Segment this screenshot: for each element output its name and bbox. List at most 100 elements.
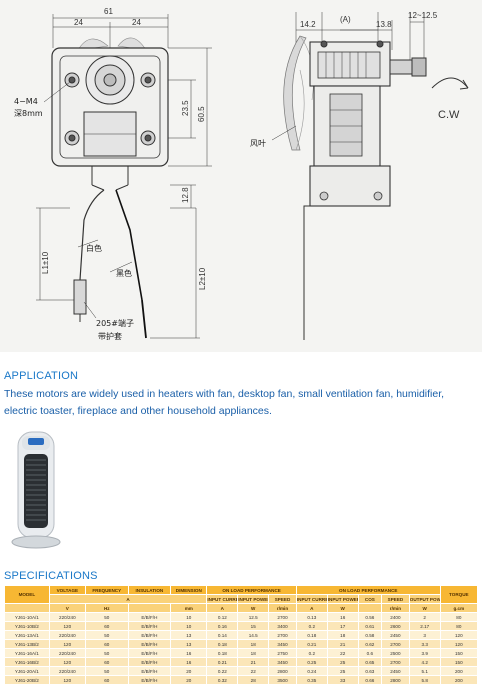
table-cell: 0.22 [206,666,239,676]
dim-14-2: 14.2 [300,20,316,29]
table-cell: 200 [439,675,479,685]
model-cell: YJ61-10A/1 [4,612,50,622]
unit-cell: g.cm [439,603,479,613]
table-cell: 80 [439,612,479,622]
table-cell: 2400 [381,612,410,622]
table-cell: 16 [170,648,208,658]
table-cell: 0.61 [357,621,383,631]
model-cell: YJ61-20A/1 [4,666,50,676]
unit-cell [127,603,172,613]
table-cell: 20 [170,666,208,676]
table-cell: E/B/F/H [127,657,172,667]
table-cell: 120 [439,639,479,649]
label-terminal: 205#端子 [96,318,134,328]
unit-cell: A [295,603,328,613]
table-cell: 0.18 [206,648,239,658]
subheader-speed-1: SPEED [268,594,297,604]
label-white-wire: 白色 [86,243,102,253]
table-cell: E/B/F/H [127,675,172,685]
table-cell: 120 [48,675,86,685]
subheader-input-power-1: INPUT POWER [237,594,270,604]
table-cell: E/B/F/H [127,630,172,640]
table-cell: 2700 [268,630,297,640]
table-cell: 21 [326,639,359,649]
application-title: APPLICATION [4,370,79,382]
table-cell: 20 [170,675,208,685]
table-cell: E/B/F/H [127,621,172,631]
table-cell: 0.65 [357,657,383,667]
table-cell: 60 [84,639,129,649]
table-cell: 0.16 [206,621,239,631]
table-cell: 0.6 [357,648,383,658]
specifications-title: SPECIFICATIONS [4,570,98,582]
subheader-input-current-2: INPUT CURRENT [295,594,328,604]
table-cell: 0.32 [206,675,239,685]
header-torque: TORQUE [439,585,479,604]
unit-cell: W [408,603,441,613]
dim-13-8: 13.8 [376,20,392,29]
table-cell: E/B/F/H [127,639,172,649]
table-cell: 3.9 [408,648,441,658]
table-cell: 3450 [268,657,297,667]
label-depth: 深8mm [14,109,43,118]
unit-cell: W [326,603,359,613]
unit-cell: Hz [84,603,129,613]
table-cell: 10 [170,612,208,622]
header-frequency: FREQUENCY [84,585,129,595]
table-cell: 3400 [268,621,297,631]
application-section: APPLICATION These motors are widely used… [4,370,478,420]
table-cell: 80 [439,621,479,631]
table-cell: 3 [408,630,441,640]
table-cell: 60 [84,657,129,667]
header-model: MODEL [4,585,50,604]
table-cell: 13 [170,630,208,640]
table-cell: 0.2 [295,621,328,631]
label-screws: 4−M4 [14,97,38,106]
header-dimension: DIMENSION [170,585,208,595]
unit-cell: mm [170,603,208,613]
table-cell: 18 [326,630,359,640]
table-cell: 33 [326,675,359,685]
specifications-section: SPECIFICATIONS [4,570,478,582]
dim-23-5: 23.5 [181,100,190,116]
table-cell: 50 [84,630,129,640]
table-cell: 2800 [268,666,297,676]
table-cell: 0.12 [206,612,239,622]
table-cell: 120 [48,657,86,667]
table-cell: E/B/F/H [127,612,172,622]
dim-61: 61 [104,7,113,16]
table-cell: 5.1 [408,666,441,676]
model-cell: YJ61-13A/1 [4,630,50,640]
table-cell: 25 [326,657,359,667]
table-cell: 150 [439,657,479,667]
table-cell: 0.18 [295,630,328,640]
unit-cell: r/min [268,603,297,613]
drawing-svg: 61 24 24 14.2 (A) 13.8 12~12.5 23.5 60.5… [14,7,469,341]
table-cell: 220/240 [48,648,86,658]
table-cell: 0.24 [295,666,328,676]
table-cell: 5.8 [408,675,441,685]
unit-cell: A [206,603,239,613]
table-cell: 0.63 [357,666,383,676]
dim-24-left: 24 [74,18,83,27]
table-cell: 220/240 [48,630,86,640]
rotation-label: C.W [438,109,460,121]
dim-60-5: 60.5 [197,106,206,122]
specifications-table: MODEL VOLTAGE FREQUENCY INSULATION DIMEN… [4,585,479,685]
table-cell: 2750 [268,648,297,658]
table-cell: 0.18 [206,639,239,649]
subheader-cos: COS [357,594,383,604]
model-cell: YJ61-16B/2 [4,657,50,667]
side-view [271,12,469,340]
table-cell: 15 [237,621,270,631]
label-black-wire: 黑色 [116,268,132,278]
table-cell: 0.21 [206,657,239,667]
table-cell: 220/240 [48,666,86,676]
dim-12-8: 12.8 [181,187,190,203]
subheader-speed-2: SPEED [381,594,410,604]
table-cell: 14.5 [237,630,270,640]
